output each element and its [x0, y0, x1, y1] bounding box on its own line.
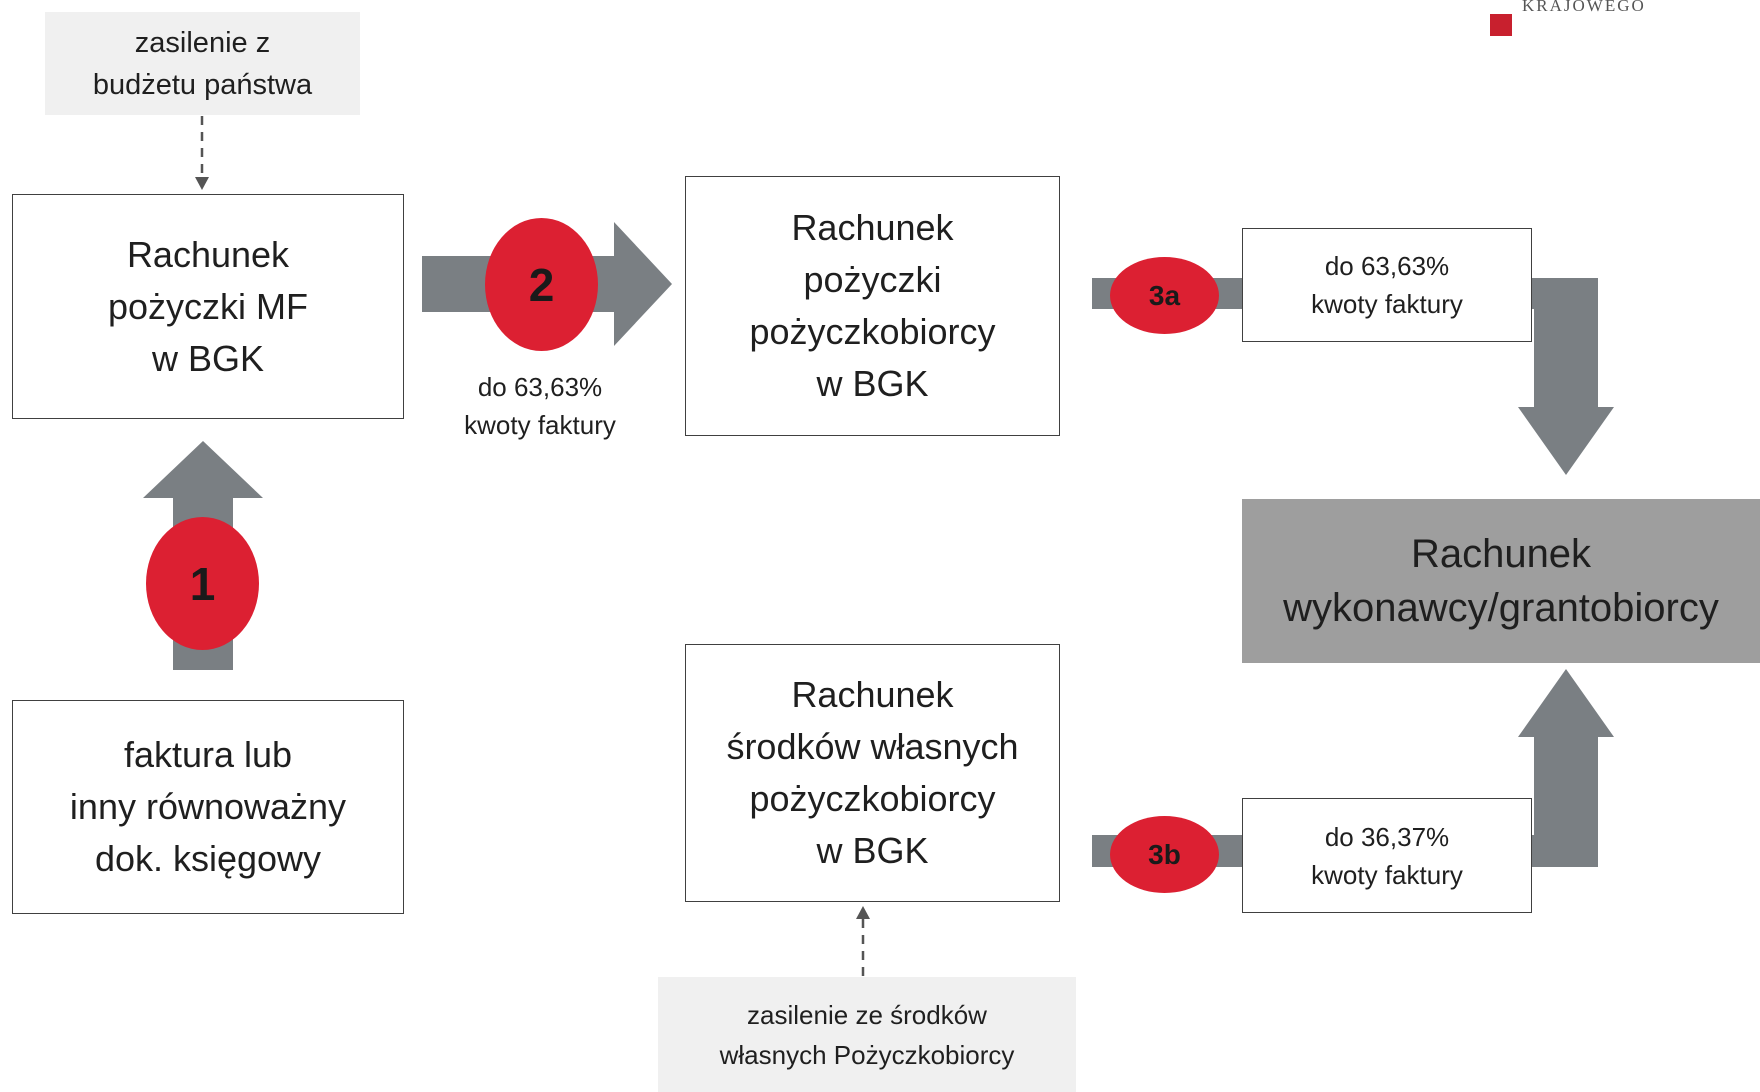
badge-step-3b: 3b	[1110, 816, 1219, 893]
box-payment-3b-label: do 36,37% kwoty faktury	[1311, 821, 1463, 890]
box-invoice: faktura lub inny równoważny dok. księgow…	[12, 700, 404, 914]
box-mf-loan-account-label: Rachunek pożyczki MF w BGK	[107, 233, 309, 379]
dashed-feed-arrow-top	[195, 116, 209, 190]
logo-text: KRAJOWEGO	[1522, 0, 1646, 15]
feed-state-budget: zasilenie z budżetu państwa	[45, 12, 360, 115]
box-payment-3a-label: do 63,63% kwoty faktury	[1311, 251, 1463, 319]
contractor-account-fill	[1242, 499, 1760, 663]
badge-step-2: 2	[485, 218, 598, 351]
badge-step-3a: 3a	[1110, 257, 1219, 334]
note-transfer-2: do 63,63% kwoty faktury	[464, 372, 616, 440]
box-invoice-label: faktura lub inny równoważny dok. księgow…	[69, 734, 347, 879]
box-borrower-own-funds-account: Rachunek środków własnych pożyczkobiorcy…	[685, 644, 1060, 902]
dashed-feed-arrow-bottom	[856, 906, 870, 976]
feed-state-budget-label: zasilenie z budżetu państwa	[92, 26, 313, 101]
box-borrower-loan-account: Rachunek pożyczki pożyczkobiorcy w BGK	[685, 176, 1060, 436]
feed-own-funds-label: zasilenie ze środków własnych Pożyczkobi…	[719, 999, 1015, 1070]
feed-own-funds: zasilenie ze środków własnych Pożyczkobi…	[658, 977, 1076, 1092]
box-borrower-loan-account-label: Rachunek pożyczki pożyczkobiorcy w BGK	[749, 207, 996, 404]
red-square-icon	[1490, 14, 1512, 36]
box-contractor-account: Rachunek wykonawcy/grantobiorcy	[1242, 499, 1760, 663]
box-payment-3a: do 63,63% kwoty faktury	[1242, 228, 1532, 342]
badge-step-1: 1	[146, 517, 259, 650]
box-mf-loan-account: Rachunek pożyczki MF w BGK	[12, 194, 404, 419]
box-borrower-own-funds-account-label: Rachunek środków własnych pożyczkobiorcy…	[726, 674, 1019, 871]
box-payment-3b: do 36,37% kwoty faktury	[1242, 798, 1532, 913]
box-contractor-account-label: Rachunek wykonawcy/grantobiorcy	[1283, 532, 1719, 630]
